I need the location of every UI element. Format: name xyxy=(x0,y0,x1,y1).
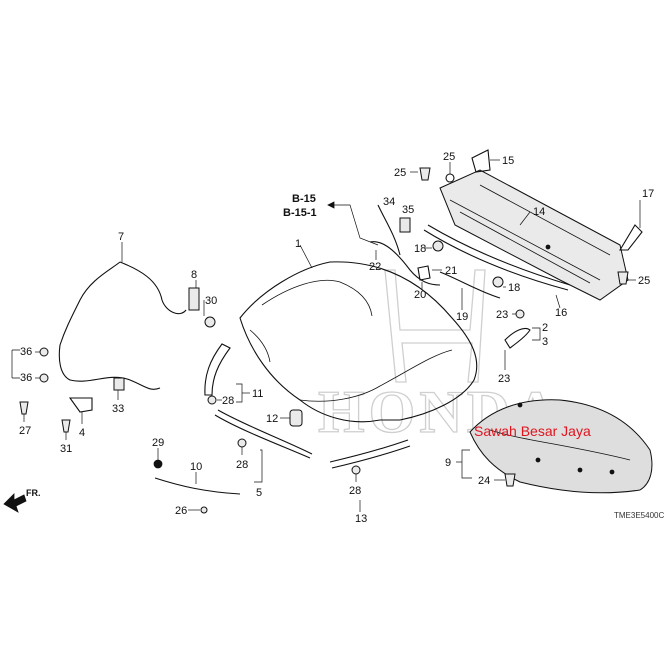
diagram-code: TME3E5400C xyxy=(614,511,664,520)
callout-5: 5 xyxy=(256,487,262,499)
callout-14: 14 xyxy=(533,206,545,218)
callout-28-left: 28 xyxy=(222,395,234,407)
callout-20: 20 xyxy=(414,289,426,301)
callout-7: 7 xyxy=(118,231,124,243)
hood-insulator xyxy=(456,399,653,494)
callout-9: 9 xyxy=(445,457,451,469)
callout-29: 29 xyxy=(152,437,164,449)
right-clip xyxy=(617,271,636,285)
grommet xyxy=(280,409,303,427)
callout-23-lower: 23 xyxy=(498,373,510,385)
callout-1: 1 xyxy=(295,238,301,250)
callout-4: 4 xyxy=(79,427,85,439)
hood-release-cable-upper xyxy=(369,204,441,286)
callout-36-upper: 36 xyxy=(20,346,32,358)
callout-18-left: 18 xyxy=(414,243,426,255)
hood-latch-group xyxy=(504,309,541,370)
callout-28-right: 28 xyxy=(349,485,361,497)
seller-watermark: Sawah Besar Jaya xyxy=(474,423,591,439)
callout-18-right: 18 xyxy=(508,282,520,294)
callout-27: 27 xyxy=(19,425,31,437)
callout-25-left: 25 xyxy=(394,167,406,179)
callout-22: 22 xyxy=(369,261,381,273)
callout-34: 34 xyxy=(383,196,395,208)
callout-30: 30 xyxy=(205,295,217,307)
callout-17: 17 xyxy=(642,188,654,200)
lower-fastener-group xyxy=(19,377,125,440)
cowl-clip-group xyxy=(410,149,500,183)
callout-13: 13 xyxy=(355,513,367,525)
hood-seal-strip xyxy=(423,224,571,309)
hood-support-group xyxy=(417,240,506,310)
side-bracket xyxy=(619,200,643,251)
callout-8: 8 xyxy=(191,269,197,281)
bottom-fastener xyxy=(188,506,208,514)
front-direction-arrow: FR. xyxy=(3,488,41,513)
callout-19: 19 xyxy=(456,311,468,323)
callout-25-right: 25 xyxy=(638,275,650,287)
hood-panel xyxy=(239,244,478,423)
cable-clip-group xyxy=(11,347,49,383)
callout-2: 2 xyxy=(542,322,548,334)
callout-36-lower: 36 xyxy=(20,372,32,384)
callout-24: 24 xyxy=(478,475,490,487)
cowl-top-panel xyxy=(439,169,629,301)
callout-23-upper: 23 xyxy=(496,309,508,321)
right-seal-strip xyxy=(329,439,411,512)
callout-15: 15 xyxy=(502,155,514,167)
release-lever-group xyxy=(188,280,216,328)
callout-28-mid: 28 xyxy=(236,459,248,471)
callout-12: 12 xyxy=(266,413,278,425)
front-seal-strip xyxy=(214,409,313,483)
hood-release-cable xyxy=(58,242,187,390)
ref-b151: B-15-1 xyxy=(283,207,317,219)
callout-31: 31 xyxy=(60,443,72,455)
callout-10: 10 xyxy=(190,461,202,473)
left-seal-group xyxy=(204,343,250,405)
callout-16: 16 xyxy=(555,307,567,319)
ref-b15: B-15 xyxy=(292,193,316,205)
front-label: FR. xyxy=(26,488,41,498)
callout-25-top: 25 xyxy=(443,151,455,163)
callout-26: 26 xyxy=(175,505,187,517)
callout-33: 33 xyxy=(112,403,124,415)
callout-11: 11 xyxy=(252,388,263,400)
callout-35: 35 xyxy=(402,204,414,216)
callout-21: 21 xyxy=(445,265,457,277)
stay-rod-group xyxy=(153,448,241,495)
callout-3: 3 xyxy=(542,336,548,348)
